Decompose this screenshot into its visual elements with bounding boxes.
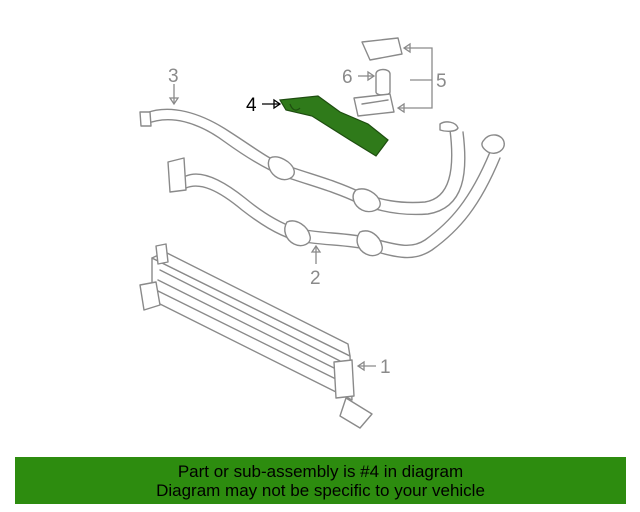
callout-5: 5 bbox=[436, 71, 447, 92]
arrow-2 bbox=[310, 244, 322, 253]
cooler-line-lower bbox=[167, 134, 505, 259]
arrow-5b bbox=[396, 102, 405, 114]
highlighted-bracket-part-4 bbox=[279, 95, 389, 157]
cooler-line-upper bbox=[139, 108, 466, 216]
callout-3: 3 bbox=[168, 66, 179, 87]
arrow-4 bbox=[273, 98, 282, 110]
arrow-5a bbox=[402, 42, 411, 54]
callout-2: 2 bbox=[310, 268, 321, 289]
leader-lines bbox=[168, 42, 433, 372]
callout-4: 4 bbox=[246, 95, 257, 116]
oil-cooler bbox=[139, 243, 373, 429]
callout-1: 1 bbox=[380, 357, 391, 378]
bracket-5 bbox=[398, 47, 433, 109]
callout-6: 6 bbox=[342, 67, 353, 88]
info-banner: Part or sub-assembly is #4 in diagram Di… bbox=[15, 457, 626, 504]
arrow-1 bbox=[356, 360, 365, 372]
arrow-3 bbox=[168, 97, 180, 106]
bracket-clip-assembly bbox=[353, 37, 403, 117]
banner-line-2: Diagram may not be specific to your vehi… bbox=[156, 480, 485, 500]
arrow-6 bbox=[367, 70, 376, 82]
banner-line-1: Part or sub-assembly is #4 in diagram bbox=[177, 461, 464, 481]
